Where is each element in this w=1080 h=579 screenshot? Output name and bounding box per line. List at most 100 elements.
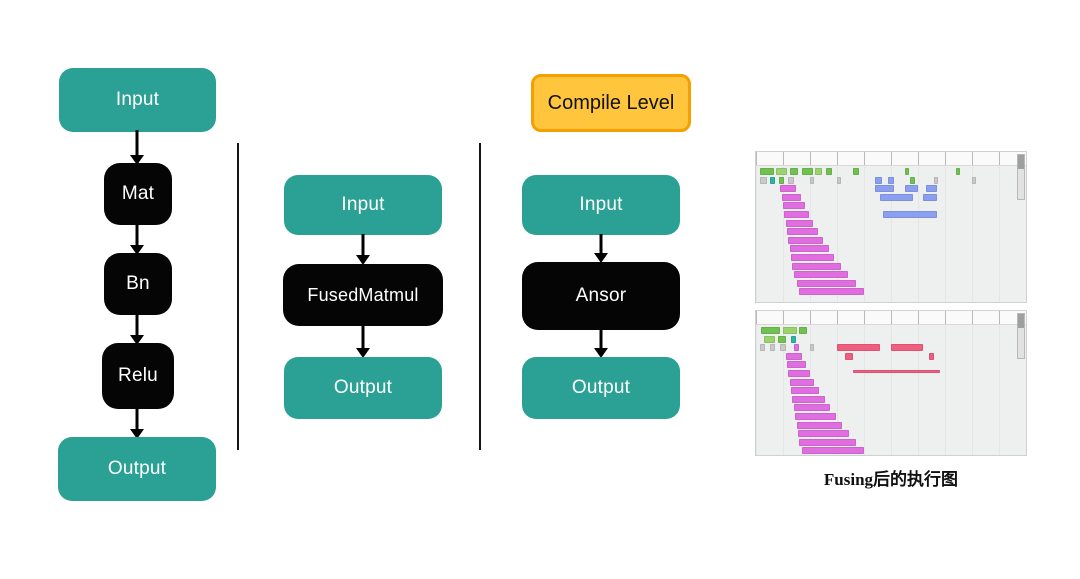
trace-bar (795, 413, 836, 420)
trace-bar (781, 193, 801, 201)
trace-bar (760, 176, 767, 184)
trace-bar (799, 288, 864, 296)
trace-bar (783, 327, 797, 334)
trace-bar (880, 193, 913, 201)
trace-bar (788, 176, 794, 184)
node-label: Relu (118, 365, 158, 386)
trace-scrollbar (1017, 313, 1025, 359)
arrow-head (130, 245, 144, 255)
trace-bar (785, 352, 802, 360)
arrow-down-icon (355, 234, 371, 265)
arrow-line (361, 234, 365, 258)
trace-bar (784, 211, 809, 218)
trace-bar (837, 176, 842, 184)
arrow-down-icon (129, 408, 145, 439)
arrow-down-icon (593, 329, 609, 358)
trace-bar (882, 211, 937, 218)
trace-bar (789, 245, 829, 253)
arrow-head (356, 348, 370, 358)
node-label: Input (341, 194, 385, 215)
trace-bar (792, 395, 825, 403)
arrow-line (135, 130, 139, 158)
trace-bar (955, 168, 960, 175)
trace-bar (888, 176, 894, 184)
trace-bar (926, 185, 937, 193)
trace-ruler (756, 311, 1026, 325)
trace-bar (789, 168, 798, 175)
arrow-line (599, 329, 603, 351)
node-label: FusedMatmul (307, 284, 419, 305)
arrow-down-icon (593, 234, 609, 263)
trace-bar (928, 352, 935, 360)
arrow-line (135, 224, 139, 248)
trace-bar (791, 254, 835, 261)
trace-body-top (756, 166, 1026, 302)
trace-bar (788, 370, 810, 377)
flow-node-input-ansor: Input (522, 175, 680, 235)
arrow-down-icon (355, 325, 371, 358)
badge-label: Compile Level (547, 91, 675, 114)
arrow-line (361, 325, 365, 351)
flow-node-output-ansor: Output (522, 357, 680, 419)
arrow-head (130, 335, 144, 345)
arrow-line (135, 314, 139, 338)
trace-bar (853, 168, 859, 175)
arrow-head (130, 429, 144, 439)
trace-bar (760, 344, 766, 352)
trace-bar (874, 176, 882, 184)
flow-node-output-unfused: Output (58, 437, 216, 501)
vertical-divider (479, 143, 481, 450)
flow-node-bn: Bn (104, 253, 172, 315)
trace-bar (787, 361, 806, 369)
trace-bar (801, 447, 864, 455)
trace-bar (909, 176, 916, 184)
arrow-head (594, 253, 608, 263)
compile-level-badge: Compile Level (531, 74, 691, 132)
trace-bar (761, 327, 781, 334)
trace-scrollbar-thumb (1018, 155, 1024, 169)
trace-bar (769, 344, 775, 352)
trace-bar (972, 176, 977, 184)
trace-caption: Fusing后的执行图 (823, 470, 959, 489)
flow-node-fusedmatmul: FusedMatmul (283, 264, 443, 326)
flow-node-mat: Mat (104, 163, 172, 225)
trace-bar (780, 185, 797, 193)
trace-bar (796, 421, 843, 429)
node-label: Input (115, 89, 160, 110)
trace-bar (788, 236, 824, 244)
trace-bar (799, 327, 808, 334)
arrow-line (599, 234, 603, 256)
trace-bar (904, 168, 909, 175)
trace-bar (874, 185, 894, 193)
flow-node-ansor: Ansor (522, 262, 680, 330)
arrow-line (135, 408, 139, 432)
trace-bar (923, 193, 937, 201)
flow-node-input-unfused: Input (59, 68, 216, 132)
trace-bar (826, 168, 832, 175)
trace-bar (760, 168, 774, 175)
node-label: Mat (121, 183, 155, 204)
trace-ruler (756, 152, 1026, 166)
arrow-down-icon (129, 224, 145, 255)
arrow-down-icon (129, 130, 145, 165)
node-label: Bn (126, 273, 150, 294)
trace-body-bottom (756, 325, 1026, 455)
arrow-head (594, 348, 608, 358)
arrow-down-icon (129, 314, 145, 345)
trace-bar (815, 168, 823, 175)
trace-bar (810, 344, 815, 352)
arrow-head (356, 255, 370, 265)
trace-bar (797, 430, 850, 438)
node-label: Output (571, 377, 631, 398)
trace-bar (934, 176, 939, 184)
trace-bar (787, 228, 819, 236)
trace-bar (799, 438, 856, 446)
trace-scrollbar-thumb (1018, 314, 1024, 328)
trace-bar (793, 404, 831, 412)
trace-bar (793, 344, 800, 352)
trace-bar (796, 279, 856, 287)
trace-bar (801, 168, 813, 175)
trace-bar (764, 335, 775, 343)
trace-bar (789, 378, 815, 386)
